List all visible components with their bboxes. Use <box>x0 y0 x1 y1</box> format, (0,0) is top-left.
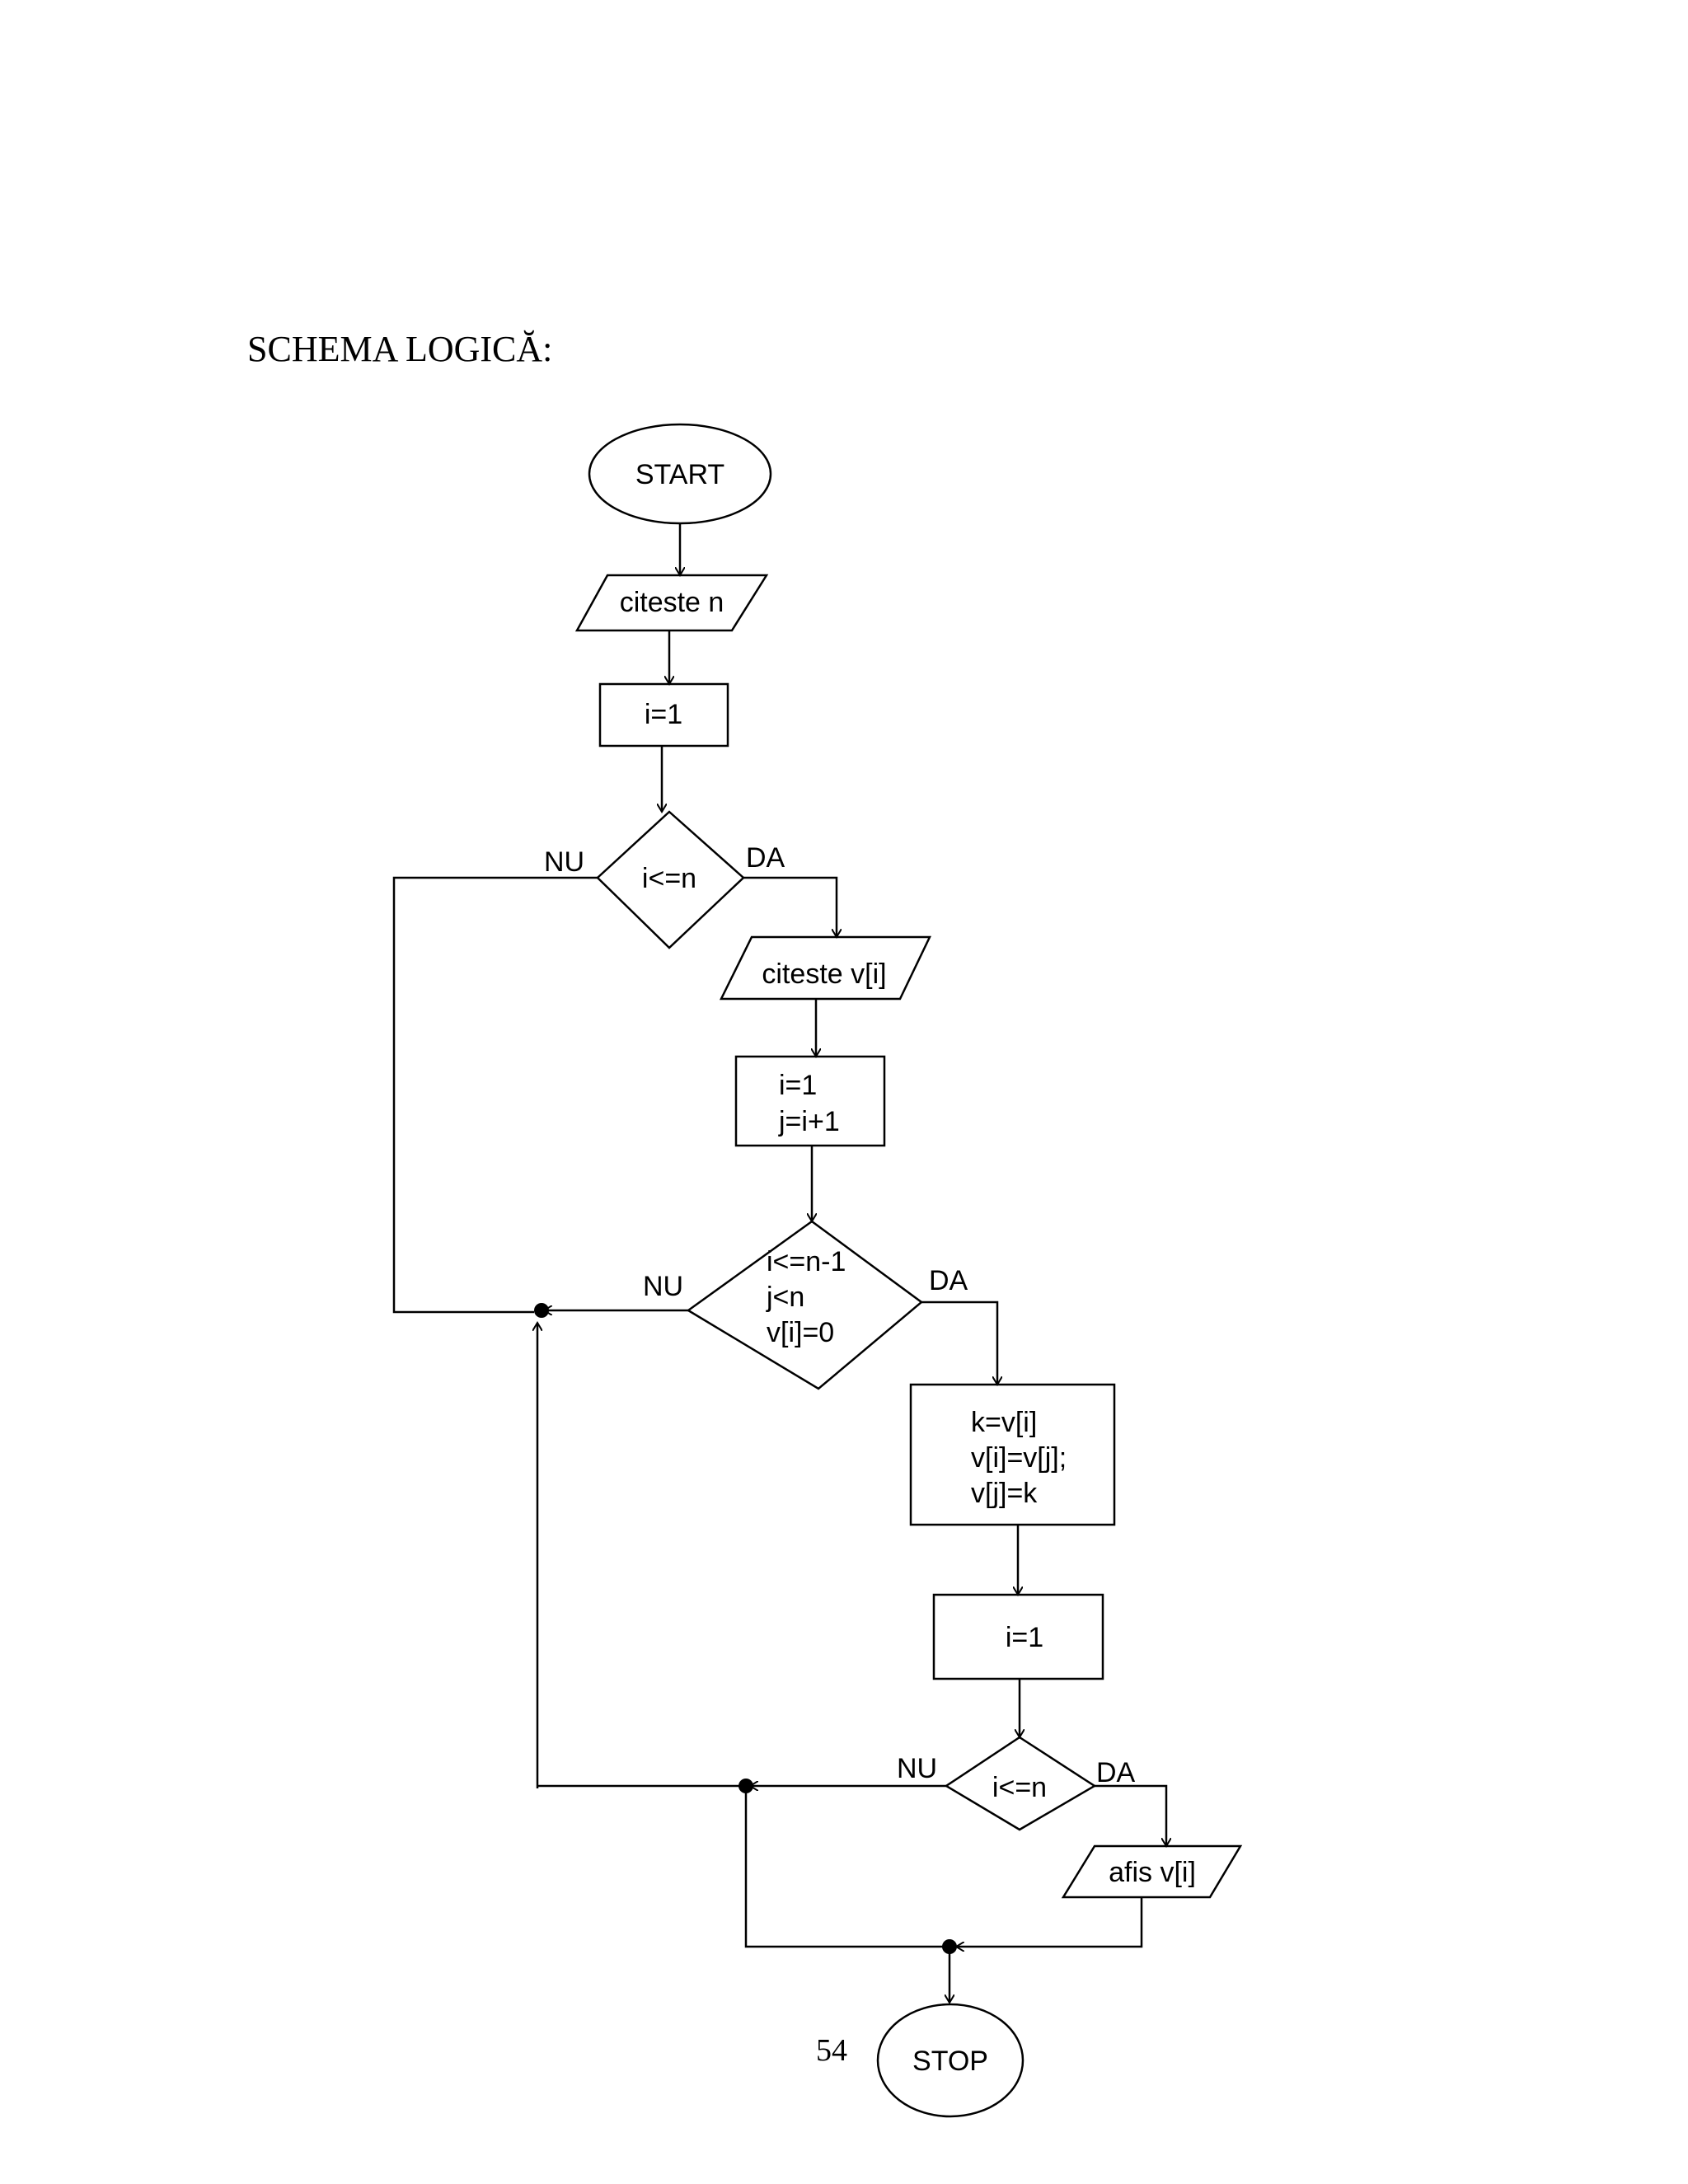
cond3-label: i<=n <box>992 1772 1047 1803</box>
cond3-decision: i<=n <box>944 1736 1097 1831</box>
swap-line-2: v[i]=v[j]; <box>971 1442 1067 1474</box>
connector <box>392 876 598 1314</box>
init-ij-process: i=1 j=i+1 <box>734 1055 886 1147</box>
connector <box>921 1301 997 1385</box>
start-label: START <box>635 459 724 490</box>
init-i2-process: i=1 <box>932 1593 1104 1680</box>
cond2-line-3: v[i]=0 <box>767 1317 834 1348</box>
connector <box>1095 1784 1166 1846</box>
read-vi-label: citeste v[i] <box>762 958 886 990</box>
cond3-yes-label: DA <box>1096 1757 1136 1788</box>
cond3-no-label: NU <box>897 1753 937 1784</box>
init-ij-line-2: j=i+1 <box>778 1106 840 1137</box>
read-n-io: citeste n <box>574 574 769 632</box>
stop-terminal: STOP <box>876 2003 1025 2118</box>
page-heading: SCHEMA LOGICĂ: <box>247 329 553 369</box>
cond2-no-label: NU <box>643 1271 683 1302</box>
read-n-label: citeste n <box>620 587 724 618</box>
cond1-decision: i<=n <box>596 810 745 949</box>
page-number: 54 <box>816 2033 847 2068</box>
connector <box>956 1897 1143 1947</box>
junction-dot <box>534 1303 549 1318</box>
cond1-no-label: NU <box>544 846 584 878</box>
stop-label: STOP <box>912 2046 988 2077</box>
init-i-process: i=1 <box>598 682 729 748</box>
print-vi-io: afis v[i] <box>1061 1844 1243 1899</box>
cond2-line-1: i<=n-1 <box>767 1246 846 1277</box>
cond2-yes-label: DA <box>929 1265 968 1296</box>
init-i2-label: i=1 <box>1006 1622 1043 1653</box>
swap-line-3: v[j]=k <box>971 1478 1038 1509</box>
connector <box>743 876 837 937</box>
cond1-label: i<=n <box>642 863 696 894</box>
read-vi-io: citeste v[i] <box>719 935 931 1001</box>
start-terminal: START <box>588 423 772 525</box>
swap-line-1: k=v[i] <box>971 1407 1037 1438</box>
swap-process: k=v[i] v[i]=v[j]; v[j]=k <box>909 1383 1116 1526</box>
connector <box>744 1786 944 1948</box>
cond1-yes-label: DA <box>746 842 785 874</box>
init-ij-line-1: i=1 <box>779 1070 817 1101</box>
cond2-line-2: j<n <box>766 1282 804 1313</box>
cond2-decision: i<=n-1 j<n v[i]=0 <box>686 1220 924 1390</box>
print-vi-label: afis v[i] <box>1109 1857 1196 1888</box>
init-i-label: i=1 <box>645 699 682 730</box>
